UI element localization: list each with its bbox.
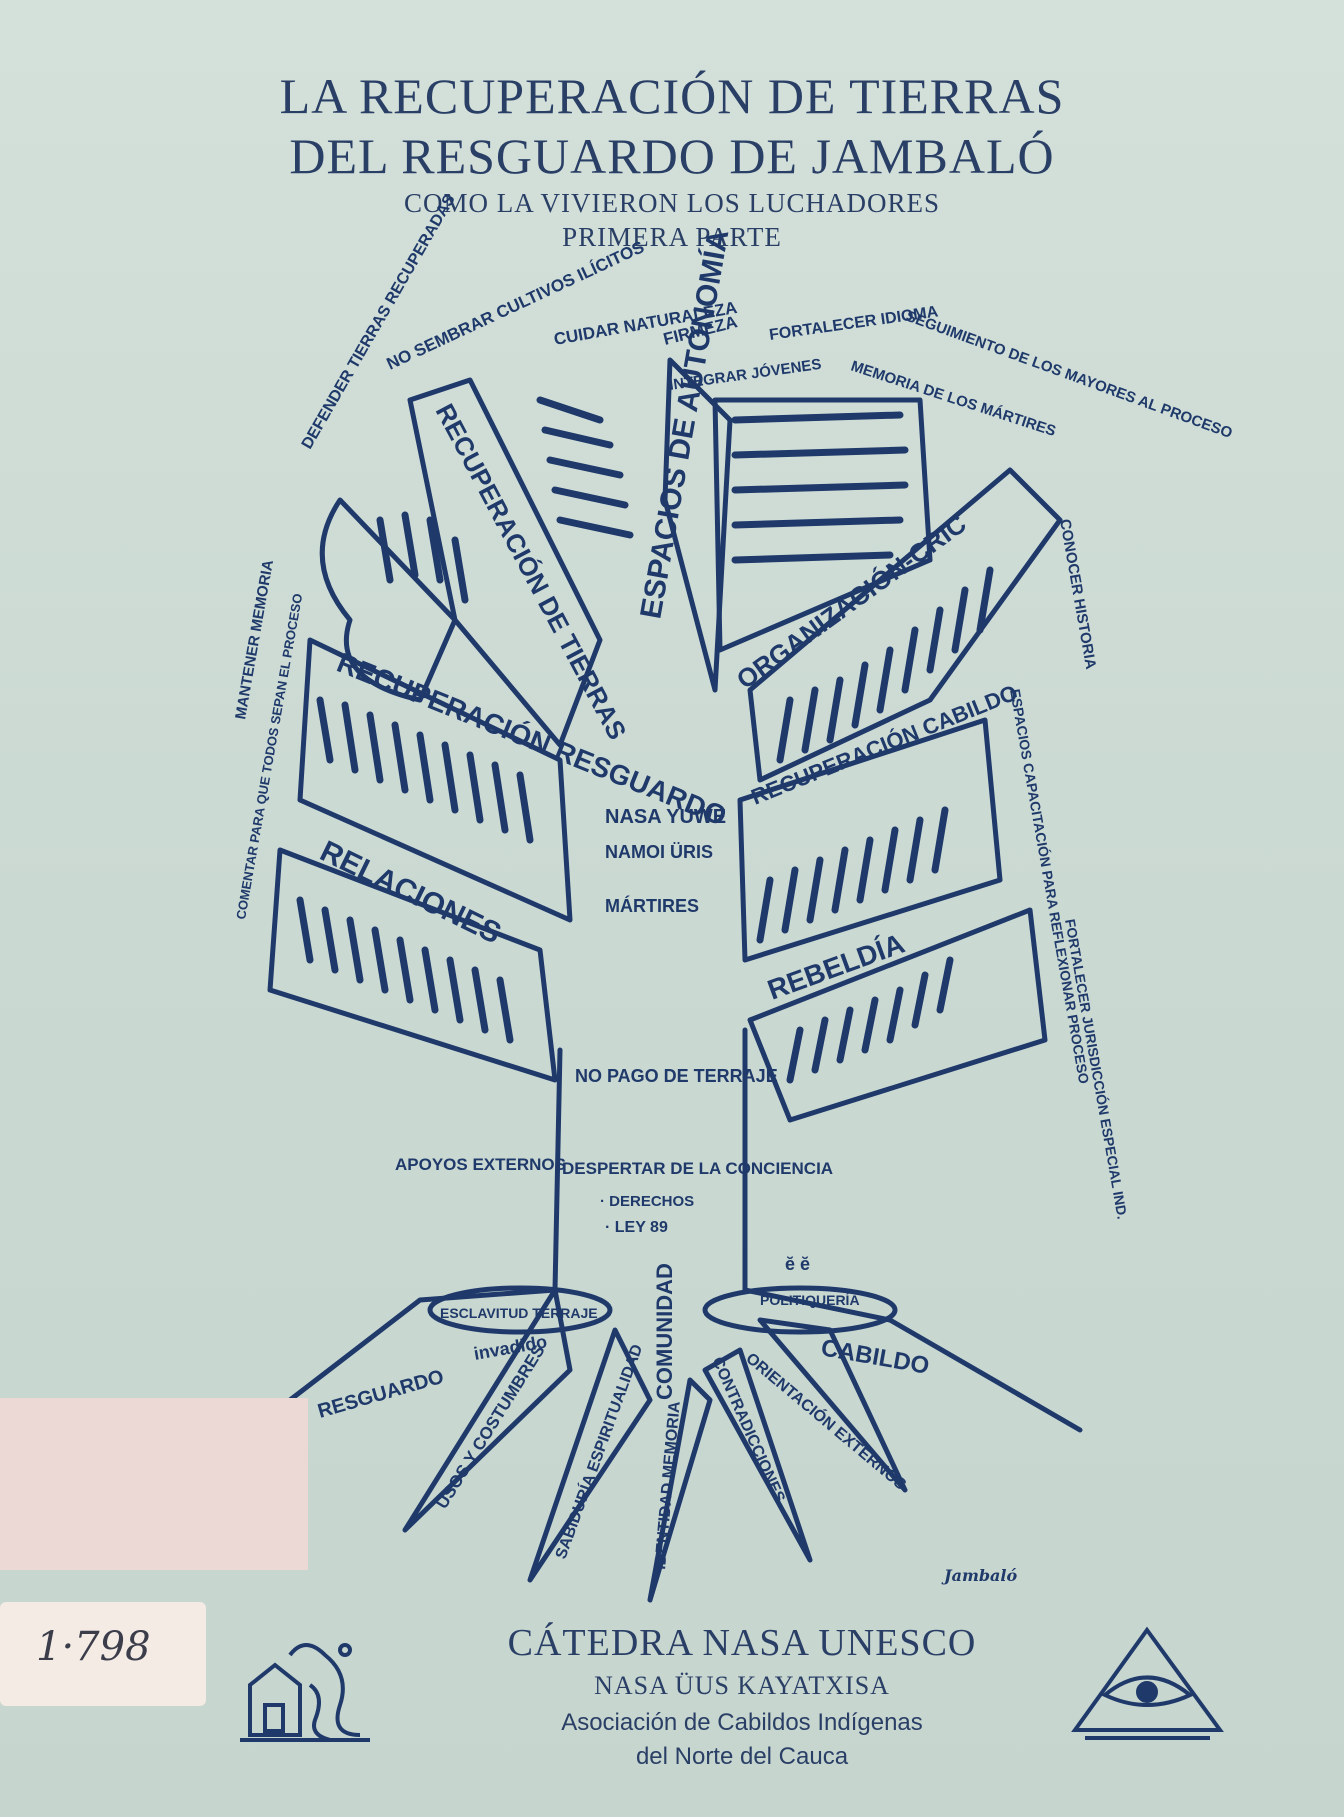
artist-signature: Jambaló — [944, 1566, 1018, 1585]
label-comunidad: COMUNIDAD — [652, 1263, 677, 1400]
branch-rebeldia — [747, 907, 1048, 1123]
branch-tierras — [407, 377, 603, 748]
label-resguardo-root: RESGUARDO — [315, 1366, 446, 1423]
trunk-left-edge — [287, 1047, 563, 1403]
label-conocer: CONOCER HISTORIA — [1056, 518, 1099, 671]
branch-relaciones — [267, 847, 558, 1083]
publisher-org-line2: del Norte del Cauca — [635, 1743, 849, 1770]
label-politiqueria: POLITIQUERÍA — [760, 1292, 860, 1308]
label-derechos: · DERECHOS — [600, 1193, 694, 1210]
label-dao: ĕ ĕ — [785, 1254, 810, 1274]
label-organizacion: ORGANIZACIÓN-CRIC — [731, 508, 972, 695]
label-namoi: NAMOI ÜRIS — [605, 842, 713, 862]
call-number: 1·798 — [36, 1624, 151, 1670]
root-right — [757, 1317, 908, 1493]
label-mantener: MANTENER MEMORIA — [232, 558, 277, 720]
acin-triangle-logo-icon — [1071, 1626, 1224, 1740]
label-relaciones: RELACIONES — [315, 835, 506, 951]
label-cabildo-root: CABILDO — [819, 1334, 931, 1380]
publisher-block: CÁTEDRA NASA UNESCO NASA ÜUS KAYATXISA A… — [0, 1620, 1344, 1774]
label-fortalecer-justicia: FORTALECER JURISDICCIÓN ESPECIAL IND. — [1062, 918, 1132, 1221]
library-call-number-label: 1·798 — [0, 1602, 206, 1706]
label-no-pago: NO PAGO DE TERRAJE — [575, 1066, 778, 1086]
root-left — [402, 1287, 573, 1533]
faded-sticker-area — [0, 1398, 308, 1570]
label-apoyos: APOYOS EXTERNOS — [395, 1155, 566, 1174]
publisher-org-line1: Asociación de Cabildos Indígenas — [561, 1709, 923, 1736]
label-nasa-yuwe: NASA YUWE — [605, 806, 726, 828]
label-martires: MÁRTIRES — [605, 895, 699, 916]
title-block: LA RECUPERACIÓN DE TIERRAS DEL RESGUARDO… — [0, 66, 1344, 254]
label-identidad: IDENTIDAD MEMORIA — [652, 1400, 684, 1570]
branch-organizacion — [747, 467, 1063, 783]
trunk-right-edge — [742, 1027, 1083, 1433]
branch-left-cloud — [319, 497, 458, 703]
label-recuperacion-resguardo: RECUPERACIÓN RESGUARDO — [333, 647, 731, 832]
title-line-2: DEL RESGUARDO DE JAMBALÓ — [289, 128, 1055, 184]
root-middle — [647, 1377, 713, 1603]
branch-autonomia-panel — [712, 397, 933, 653]
label-ley: · LEY 89 — [605, 1219, 668, 1236]
publisher-subtitle: NASA ÜUS KAYATXISA — [594, 1671, 890, 1700]
publisher-title: CÁTEDRA NASA UNESCO — [507, 1622, 977, 1664]
subtitle-line-2: PRIMERA PARTE — [562, 222, 782, 252]
root-oval-left — [427, 1285, 613, 1335]
branch-resguardo — [297, 637, 573, 923]
label-despertar: DESPERTAR DE LA CONCIENCIA — [562, 1159, 833, 1178]
title-line-1: LA RECUPERACIÓN DE TIERRAS — [279, 68, 1065, 124]
handwritten-hatching — [296, 396, 994, 1084]
label-comentar: COMENTAR PARA QUE TODOS SEPAN EL PROCESO — [233, 592, 305, 920]
nasa-community-logo-icon — [240, 1643, 370, 1742]
label-usos: USOS Y COSTUMBRES — [432, 1342, 548, 1513]
root-middle-left — [527, 1327, 653, 1583]
subtitle-line-1: COMO LA VIVIERON LOS LUCHADORES — [403, 188, 941, 218]
root-oval-right — [702, 1285, 898, 1335]
label-capacitar: ESPACIOS CAPACITACIÓN PARA REFLEXIONAR P… — [1007, 688, 1093, 1086]
branch-espacios — [662, 357, 733, 693]
label-seguimiento: SEGUIMIENTO DE LOS MAYORES AL PROCESO — [904, 308, 1235, 442]
branch-cabildo — [737, 717, 1003, 963]
root-middle-right — [702, 1347, 813, 1563]
label-esclavitud: ESCLAVITUD TERRAJE — [440, 1305, 598, 1321]
